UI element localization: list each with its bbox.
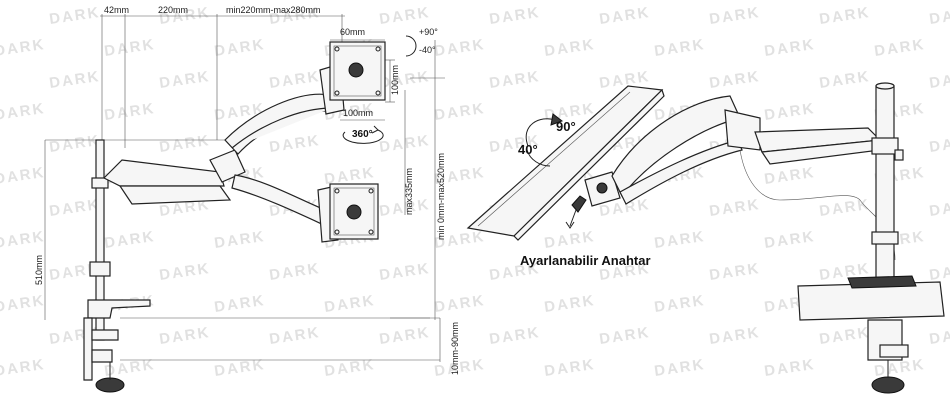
watermark-text: DARK: [598, 260, 651, 284]
watermark-text: DARK: [818, 196, 871, 220]
watermark-text: DARK: [543, 292, 596, 316]
watermark-text: DARK: [543, 356, 596, 380]
watermark-text: DARK: [488, 4, 541, 28]
watermark-text: DARK: [928, 324, 950, 348]
watermark-text: DARK: [268, 132, 321, 156]
watermark-text: DARK: [708, 324, 761, 348]
dim-label-pole-height: 510mm: [34, 255, 44, 285]
watermark-text: DARK: [323, 292, 376, 316]
dim-label-top-mid: 220mm: [158, 5, 188, 15]
angle-label-40: 40°: [518, 142, 538, 157]
watermark-text: DARK: [818, 4, 871, 28]
rotation-label: 360°: [352, 129, 373, 140]
watermark-text: DARK: [433, 100, 486, 124]
watermark-text: DARK: [378, 4, 431, 28]
watermark-text: DARK: [103, 228, 156, 252]
watermark-text: DARK: [0, 292, 46, 316]
watermark-text: DARK: [928, 196, 950, 220]
watermark-text: DARK: [818, 68, 871, 92]
watermark-text: DARK: [873, 36, 926, 60]
watermark-text: DARK: [0, 164, 46, 188]
dim-label-clamp-range: 10mm-90mm: [450, 322, 460, 375]
watermark-text: DARK: [708, 196, 761, 220]
watermark-text: DARK: [433, 164, 486, 188]
watermark-text: DARK: [0, 36, 46, 60]
left-technical-drawing: [44, 14, 445, 393]
watermark-text: DARK: [268, 68, 321, 92]
watermark-text: DARK: [433, 292, 486, 316]
dim-label-vesa-width-large: 100mm: [343, 108, 373, 118]
watermark-text: DARK: [708, 260, 761, 284]
watermark-text: DARK: [433, 356, 486, 380]
watermark-text: DARK: [543, 36, 596, 60]
right-perspective-drawing: [466, 82, 945, 394]
watermark-text: DARK: [653, 228, 706, 252]
dim-label-tilt-down: -40°: [419, 45, 436, 55]
watermark-text: DARK: [763, 356, 816, 380]
watermark-text: DARK: [323, 356, 376, 380]
watermark-text: DARK: [48, 4, 101, 28]
watermark-text: DARK: [213, 292, 266, 316]
watermark-text: DARK: [653, 292, 706, 316]
dim-label-tilt-up: +90°: [419, 27, 438, 37]
watermark-text: DARK: [873, 356, 926, 380]
watermark-text: DARK: [488, 260, 541, 284]
watermark-text: DARK: [158, 132, 211, 156]
watermark-text: DARK: [158, 68, 211, 92]
watermark-text: DARK: [928, 4, 950, 28]
watermark-text: DARK: [103, 356, 156, 380]
watermark-text: DARK: [48, 196, 101, 220]
angle-label-90: 90°: [556, 119, 576, 134]
dim-label-height-range: min 0mm-max520mm: [436, 153, 446, 240]
watermark-text: DARK: [48, 68, 101, 92]
watermark-text: DARK: [598, 4, 651, 28]
dim-label-top-left: 42mm: [104, 5, 129, 15]
watermark-text: DARK: [213, 228, 266, 252]
watermark-text: DARK: [103, 100, 156, 124]
watermark-text: DARK: [653, 36, 706, 60]
watermark-text: DARK: [818, 324, 871, 348]
watermark-text: DARK: [213, 356, 266, 380]
watermark-text: DARK: [543, 228, 596, 252]
watermark-text: DARK: [0, 100, 46, 124]
watermark-text: DARK: [928, 260, 950, 284]
watermark-text: DARK: [268, 324, 321, 348]
watermark-text: DARK: [48, 132, 101, 156]
watermark-text: DARK: [763, 36, 816, 60]
dim-label-vesa-height: 100mm: [390, 65, 400, 95]
watermark-text: DARK: [48, 260, 101, 284]
watermark-text: DARK: [158, 260, 211, 284]
watermark-text: DARK: [763, 228, 816, 252]
watermark-text: DARK: [708, 68, 761, 92]
watermark-text: DARK: [378, 324, 431, 348]
watermark-text: DARK: [928, 68, 950, 92]
watermark-text: DARK: [103, 36, 156, 60]
watermark-text: DARK: [433, 228, 486, 252]
watermark-text: DARK: [763, 164, 816, 188]
watermark-text: DARK: [433, 36, 486, 60]
watermark-text: DARK: [0, 356, 46, 380]
watermark-text: DARK: [928, 132, 950, 156]
dim-label-vesa-width: 60mm: [340, 27, 365, 37]
dim-label-top-right: min220mm-max280mm: [226, 5, 321, 15]
watermark-text: DARK: [488, 324, 541, 348]
watermark-text: DARK: [598, 68, 651, 92]
watermark-text: DARK: [378, 260, 431, 284]
watermark-text: DARK: [653, 356, 706, 380]
watermark-text: DARK: [598, 324, 651, 348]
watermark-text: DARK: [488, 132, 541, 156]
watermark-text: DARK: [378, 68, 431, 92]
watermark-text: DARK: [213, 36, 266, 60]
watermark-text: DARK: [158, 324, 211, 348]
dim-label-max-arm: max335mm: [404, 168, 414, 215]
watermark-text: DARK: [0, 228, 46, 252]
watermark-text: DARK: [708, 4, 761, 28]
watermark-text: DARK: [488, 68, 541, 92]
watermark-text: DARK: [323, 164, 376, 188]
watermark-text: DARK: [763, 100, 816, 124]
watermark-text: DARK: [268, 260, 321, 284]
adjustable-switch-caption: Ayarlanabilir Anahtar: [520, 253, 651, 268]
watermark-text: DARK: [598, 196, 651, 220]
